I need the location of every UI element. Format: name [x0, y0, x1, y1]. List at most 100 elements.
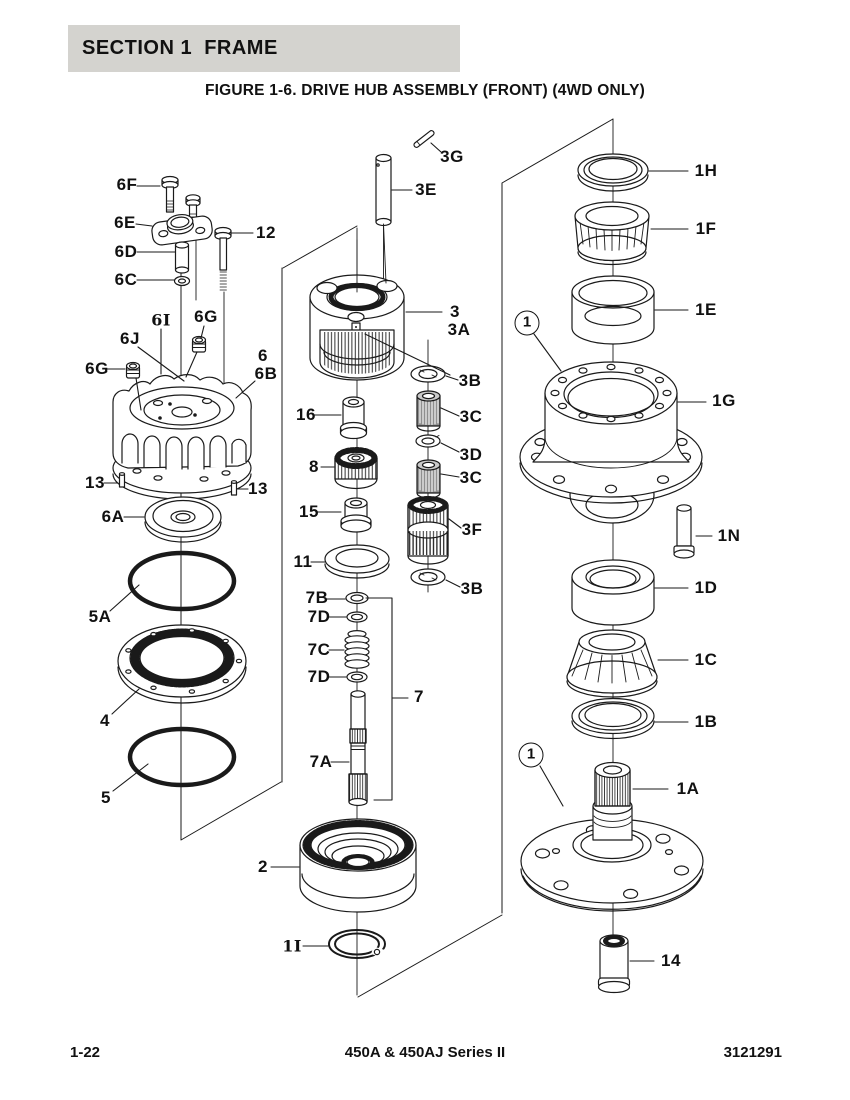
part-label-15: 15: [299, 502, 319, 521]
part-label-6D: 6D: [114, 242, 138, 261]
part-label-6G-left: 6G: [85, 359, 109, 378]
footer-model-text: 450A & 450AJ Series II: [344, 1044, 506, 1061]
part-label-3: 3: [450, 302, 460, 321]
part-3e-pin: [375, 153, 392, 227]
part-label-3B-top: 3B: [458, 371, 482, 390]
part-3c-bearing-bottom: [416, 459, 441, 499]
part-3c-bearing-top: [416, 390, 441, 432]
part-5-oring: [127, 726, 237, 788]
leader-lines: [103, 142, 713, 962]
footer-doc-number: 3121291: [723, 1044, 782, 1061]
part-label-3G: 3G: [440, 147, 464, 166]
part-6c-ring: [173, 275, 191, 287]
part-label-4: 4: [100, 711, 110, 730]
part-6a-seal: [144, 496, 222, 543]
part-label-3C-bottom: 3C: [459, 468, 483, 487]
part-8-gear: [334, 447, 378, 490]
part-label-1G: 1G: [712, 391, 736, 410]
part-1i-snap-ring: [328, 929, 386, 959]
section-header-box: SECTION 1 FRAME: [68, 25, 460, 72]
part-5a-oring: [127, 550, 237, 612]
part-label-7: 7: [414, 687, 424, 706]
part-3-carrier: [309, 274, 405, 381]
part-11-washer: [324, 544, 390, 579]
part-13-pins: [118, 472, 238, 496]
part-label-1F: 1F: [695, 219, 717, 238]
part-1e-spacer: [571, 275, 655, 345]
assembly-balloon-1-upper: 1: [514, 310, 540, 336]
part-1c-bearing: [566, 629, 658, 698]
part-label-1N: 1N: [717, 526, 741, 545]
part-1g-hub: [519, 361, 703, 524]
part-1h-ring: [577, 153, 649, 192]
part-1f-bearing: [574, 201, 650, 266]
part-1d-spacer: [571, 559, 655, 626]
part-label-14: 14: [661, 951, 681, 970]
part-6f-bolts: [161, 175, 201, 225]
part-label-7A: 7A: [309, 752, 333, 771]
part-label-1A: 1A: [676, 779, 700, 798]
part-2-drum: [299, 818, 417, 913]
part-3b-washer-top: [410, 365, 446, 383]
part-label-3B-bottom: 3B: [460, 579, 484, 598]
part-label-6J: 6J: [120, 329, 140, 348]
part-label-6B: 6B: [254, 364, 278, 383]
part-7d-ring-bottom: [346, 671, 368, 683]
part-6e-plate: [151, 213, 213, 246]
part-7a-shaft: [348, 690, 368, 807]
part-label-1D: 1D: [694, 578, 718, 597]
part-label-1H: 1H: [694, 161, 718, 180]
part-label-1C: 1C: [694, 650, 718, 669]
part-label-16: 16: [296, 405, 316, 424]
part-label-8: 8: [309, 457, 319, 476]
part-label-6I: 6I: [151, 310, 171, 330]
part-label-3F: 3F: [461, 520, 483, 539]
part-6g-plug-right: [191, 335, 207, 353]
part-label-6C: 6C: [114, 270, 138, 289]
part-label-7B: 7B: [305, 588, 329, 607]
part-label-6F: 6F: [116, 175, 138, 194]
part-label-13-left: 13: [85, 473, 105, 492]
part-label-12: 12: [256, 223, 276, 242]
part-7b-ring: [345, 591, 369, 605]
part-6d-spacer: [174, 241, 190, 274]
part-label-7C: 7C: [307, 640, 331, 659]
part-label-7D-top: 7D: [307, 607, 331, 626]
part-14-coupling: [597, 934, 631, 994]
part-label-2: 2: [258, 857, 268, 876]
part-15-bushing: [340, 497, 372, 533]
part-label-13-right: 13: [248, 479, 268, 498]
part-label-6A: 6A: [101, 507, 125, 526]
part-label-3A: 3A: [447, 320, 471, 339]
part-3f-cluster-gear: [407, 496, 449, 565]
part-label-7D-bottom: 7D: [307, 667, 331, 686]
part-label-11: 11: [293, 552, 313, 571]
part-16-bushing: [339, 396, 368, 440]
part-label-6: 6: [258, 346, 268, 365]
part-1b-ring: [571, 697, 655, 740]
part-3g-pin: [413, 130, 435, 148]
part-label-1I: 1I: [282, 936, 302, 956]
part-12-bolt: [214, 226, 232, 291]
part-label-1B: 1B: [694, 712, 718, 731]
part-3b-washer-bottom: [410, 568, 446, 586]
part-label-6E: 6E: [114, 213, 136, 232]
part-6g-plug-left: [125, 361, 141, 379]
part-label-3E: 3E: [415, 180, 437, 199]
part-1a-spindle: [520, 761, 704, 912]
part-3d-washer: [415, 434, 441, 448]
part-label-3D: 3D: [459, 445, 483, 464]
part-label-5: 5: [101, 788, 111, 807]
footer-page-number: 1-22: [70, 1044, 101, 1061]
figure-title: FIGURE 1-6. DRIVE HUB ASSEMBLY (FRONT) (…: [204, 82, 646, 99]
part-6-hub: [112, 374, 252, 500]
part-label-5A: 5A: [88, 607, 112, 626]
part-4-ring-gear: [117, 624, 247, 704]
part-label-6G-right: 6G: [194, 307, 218, 326]
part-7c-spring: [344, 629, 370, 669]
section-title: SECTION 1 FRAME: [82, 37, 278, 59]
assembly-balloon-1-lower: 1: [518, 742, 544, 768]
part-label-3C-top: 3C: [459, 407, 483, 426]
